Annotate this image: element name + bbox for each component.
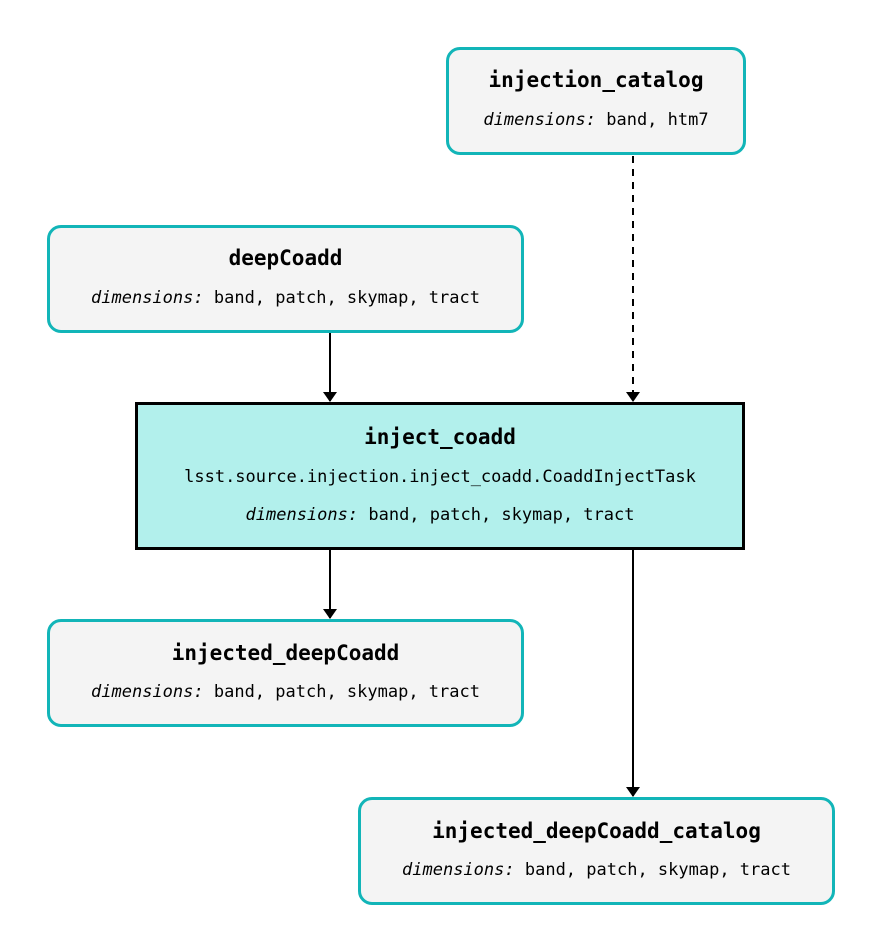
dimensions-label: dimensions: — [91, 288, 204, 308]
node-title: deepCoadd — [228, 246, 343, 270]
dimensions-value: band, patch, skymap, tract — [213, 682, 480, 702]
node-title: inject_coadd — [364, 425, 516, 449]
node-injected-deepCoadd-catalog[interactable]: injected_deepCoadd_catalog dimensions: b… — [358, 797, 835, 905]
node-inject-coadd-task[interactable]: inject_coadd lsst.source.injection.injec… — [135, 402, 745, 550]
node-title: injection_catalog — [488, 68, 704, 92]
dimensions-value: band, patch, skymap, tract — [524, 860, 791, 880]
dimensions-value: band, patch, skymap, tract — [368, 505, 635, 525]
node-dimensions: dimensions: band, patch, skymap, tract — [361, 860, 832, 880]
node-dimensions: dimensions: band, patch, skymap, tract — [50, 288, 521, 308]
dimensions-label: dimensions: — [245, 505, 359, 525]
dimensions-value: band, patch, skymap, tract — [213, 288, 480, 308]
node-title: injected_deepCoadd — [171, 641, 400, 665]
node-injection-catalog[interactable]: injection_catalog dimensions: band, htm7 — [446, 47, 746, 155]
task-class: lsst.source.injection.inject_coadd.Coadd… — [184, 467, 696, 487]
node-dimensions: dimensions: band, htm7 — [449, 110, 743, 130]
dimensions-value: band, htm7 — [606, 110, 709, 130]
node-title: injected_deepCoadd_catalog — [432, 819, 761, 843]
node-dimensions: dimensions: band, patch, skymap, tract — [138, 505, 742, 525]
node-injected-deepCoadd[interactable]: injected_deepCoadd dimensions: band, pat… — [47, 619, 524, 727]
node-dimensions: dimensions: band, patch, skymap, tract — [50, 682, 521, 702]
dimensions-label: dimensions: — [483, 110, 596, 130]
dimensions-label: dimensions: — [91, 682, 204, 702]
dimensions-label: dimensions: — [402, 860, 515, 880]
node-deepCoadd[interactable]: deepCoadd dimensions: band, patch, skyma… — [47, 225, 524, 333]
